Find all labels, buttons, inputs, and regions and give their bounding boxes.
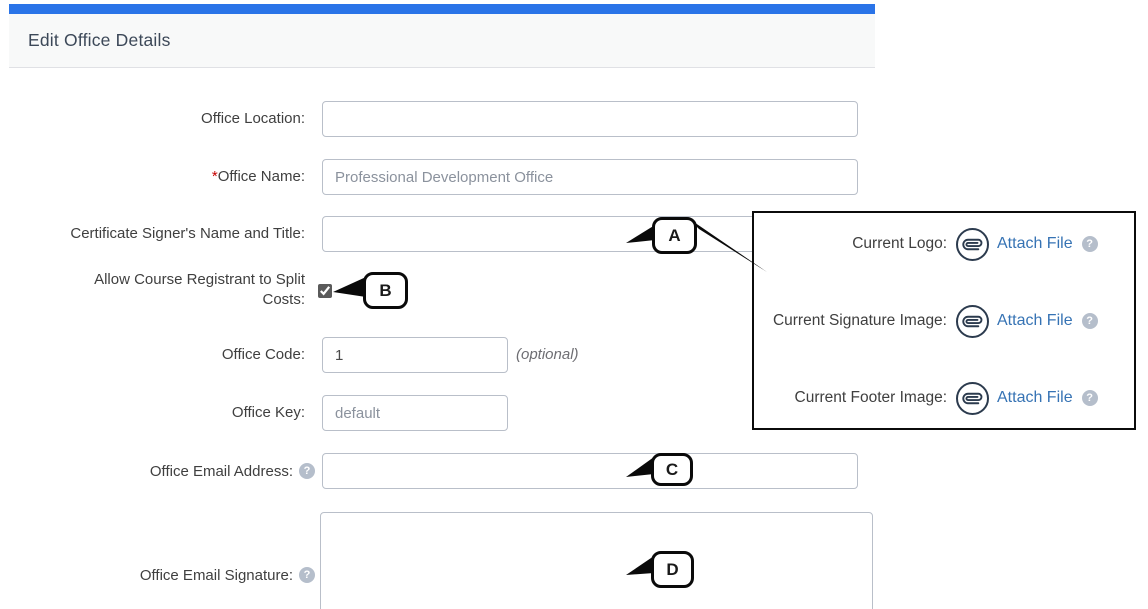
office-email-address-help-icon[interactable]: ? [299, 463, 315, 479]
split-costs-checkbox[interactable] [318, 284, 332, 298]
office-email-signature-label-text: Office Email Signature: [139, 566, 293, 584]
current-images-panel: Current Logo: Attach File ? Current Sign… [752, 211, 1136, 430]
attach-file-link-signature[interactable]: Attach File [997, 312, 1073, 329]
page-title: Edit Office Details [28, 30, 171, 50]
office-email-signature-textarea[interactable] [320, 512, 873, 609]
certificate-signer-label: Certificate Signer's Name and Title: [70, 225, 305, 242]
current-footer-row: Current Footer Image: Attach File ? [754, 380, 1134, 416]
office-code-optional-hint: (optional) [516, 346, 579, 363]
signature-help-icon[interactable]: ? [1081, 313, 1098, 329]
footer-help-icon[interactable]: ? [1081, 390, 1098, 406]
paperclip-icon [956, 227, 989, 261]
office-location-label: Office Location: [201, 110, 305, 127]
paperclip-icon [956, 304, 989, 338]
callout-c: C [651, 453, 693, 486]
office-key-input[interactable] [322, 395, 508, 431]
office-email-address-label: Office Email Address: ? [0, 453, 315, 489]
top-accent-bar [9, 4, 875, 14]
paperclip-icon [956, 381, 989, 415]
required-asterisk: * [211, 168, 218, 185]
office-key-label: Office Key: [231, 404, 305, 421]
callout-b-tail [333, 277, 366, 297]
office-name-label: *Office Name: [0, 159, 305, 195]
office-email-address-label-text: Office Email Address: [149, 462, 293, 480]
office-location-input[interactable] [322, 101, 858, 137]
logo-help-icon[interactable]: ? [1081, 236, 1098, 252]
current-signature-label: Current Signature Image: [772, 312, 947, 329]
callout-d: D [651, 551, 694, 588]
current-logo-row: Current Logo: Attach File ? [754, 226, 1134, 262]
callout-b: B [363, 272, 408, 309]
current-footer-label: Current Footer Image: [794, 389, 947, 406]
card-header: Edit Office Details [9, 14, 875, 68]
current-logo-label: Current Logo: [852, 235, 947, 252]
office-name-label-text: Office Name: [217, 168, 305, 185]
attach-file-link-footer[interactable]: Attach File [997, 389, 1073, 406]
office-email-signature-help-icon[interactable]: ? [299, 567, 315, 583]
split-costs-label: Allow Course Registrant to Split Costs: [94, 271, 305, 308]
current-signature-row: Current Signature Image: Attach File ? [754, 303, 1134, 339]
office-code-input[interactable] [322, 337, 508, 373]
office-code-label: Office Code: [221, 346, 305, 363]
callout-a: A [652, 217, 697, 254]
office-email-address-input[interactable] [322, 453, 858, 489]
office-email-signature-label: Office Email Signature: ? [0, 557, 315, 593]
attach-file-link-logo[interactable]: Attach File [997, 235, 1073, 252]
office-name-input[interactable] [322, 159, 858, 195]
